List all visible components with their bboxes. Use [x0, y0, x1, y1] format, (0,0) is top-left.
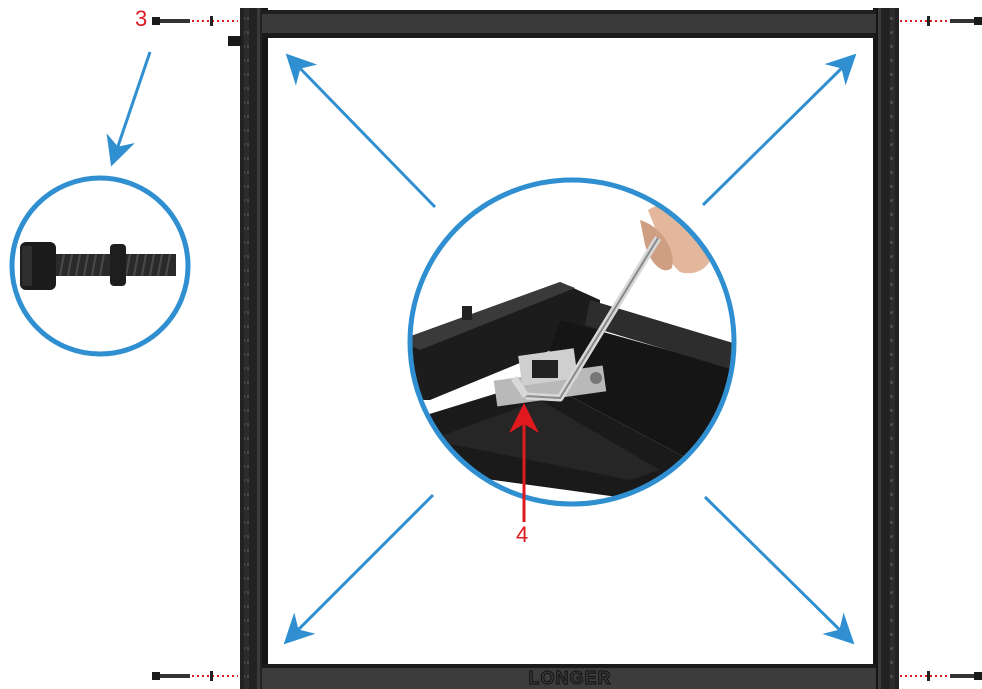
- arrow-down-right: [705, 497, 848, 638]
- arrow-up-left: [292, 60, 435, 207]
- screw-closeup: [12, 178, 188, 354]
- arrow-down-left: [290, 495, 433, 638]
- screw-pointer-arrow: [114, 52, 150, 158]
- screw-top-right: [900, 16, 982, 26]
- arrow-up-right: [703, 60, 850, 205]
- screw-bottom-left: [152, 671, 238, 681]
- brand-logo: LONGER: [480, 668, 660, 688]
- step-3-label: 3: [135, 8, 147, 30]
- screw-top-left: [152, 16, 238, 26]
- screw-bottom-right: [900, 671, 982, 681]
- corner-closeup: [400, 180, 740, 504]
- step-4-label: 4: [516, 524, 528, 546]
